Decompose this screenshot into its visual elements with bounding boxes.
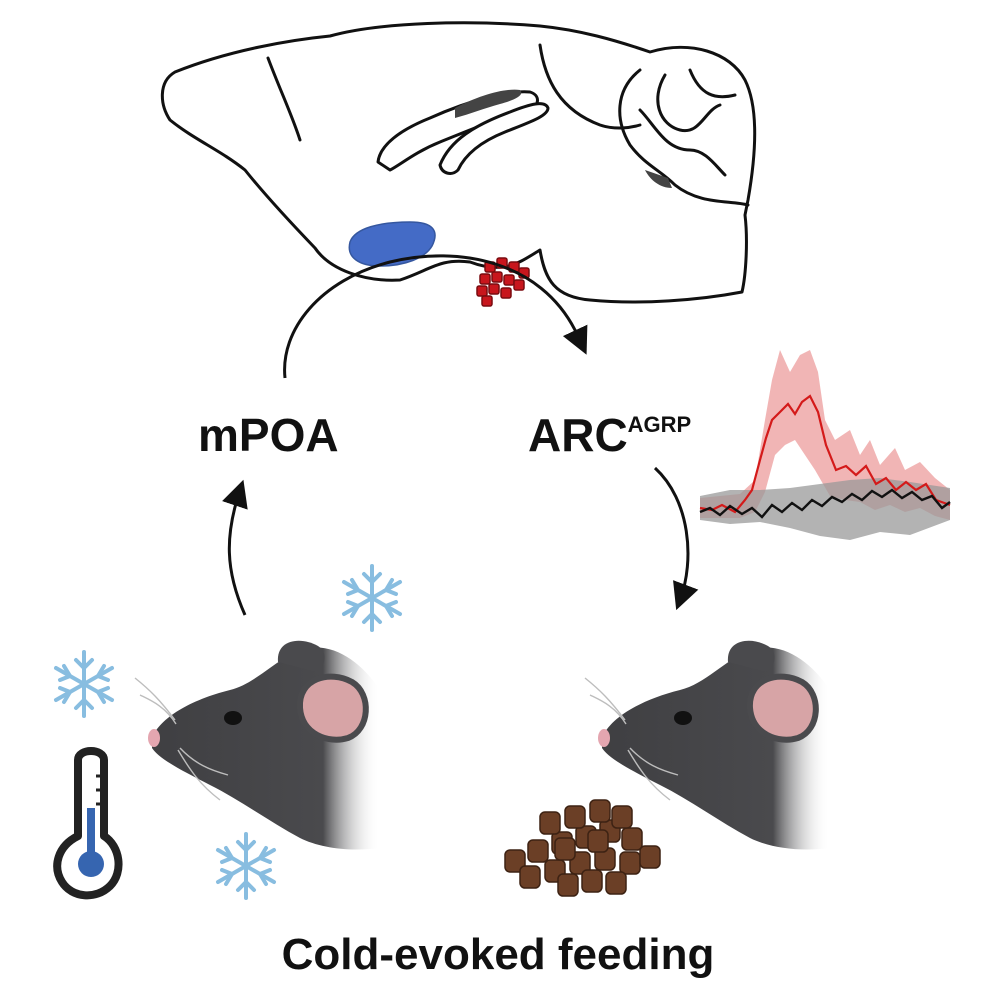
neuron-cell — [500, 287, 512, 299]
arc-agrp-label: ARCAGRP — [528, 408, 691, 462]
olfactory-boundary — [266, 56, 302, 142]
cerebellum-fold-2 — [688, 68, 737, 99]
activity-trace — [699, 350, 951, 540]
trace-red-line — [699, 394, 951, 514]
cerebellum-fold-3 — [638, 108, 727, 177]
trace-black-line — [699, 488, 951, 519]
mpoa-label: mPOA — [198, 409, 339, 461]
neuron-cell — [503, 274, 515, 286]
neuron-cell — [481, 295, 493, 307]
arc-label-main: ARC — [528, 409, 628, 461]
neuron-cell — [479, 273, 491, 285]
mpoa-region — [348, 221, 436, 267]
neuron-cell — [476, 285, 488, 297]
brain-sagittal-outline — [160, 21, 757, 304]
cerebellum-outline — [618, 68, 750, 207]
cerebellum-fold-1 — [656, 73, 722, 133]
cortex-line — [538, 43, 642, 130]
neuron-cell — [491, 271, 503, 283]
arrow-mpoa-to-arc — [283, 254, 588, 379]
arrow-mouse-to-mpoa — [222, 479, 248, 616]
ventricle-dark — [455, 89, 522, 118]
neuron-cell — [488, 283, 500, 295]
snowflake-icon — [216, 832, 276, 900]
ventricle-upper — [376, 90, 539, 172]
mouse-illustration-feeding — [584, 640, 830, 850]
food-pellets — [504, 799, 661, 897]
caption-title: Cold-evoked feeding — [281, 930, 715, 979]
trace-red-band — [700, 350, 950, 520]
thermometer-icon — [53, 747, 123, 900]
pathway-arrows — [222, 254, 699, 616]
snowflake-icon — [342, 564, 402, 632]
ventricle-lower — [438, 102, 550, 175]
snowflake-icon — [54, 650, 114, 718]
neuron-cell — [513, 279, 525, 291]
arrow-arc-to-mouse — [653, 466, 699, 611]
arc-label-superscript: AGRP — [627, 412, 692, 437]
cerebellum-dark — [645, 170, 672, 188]
brain-contour — [160, 21, 757, 304]
mouse-illustration-cold — [134, 640, 380, 850]
